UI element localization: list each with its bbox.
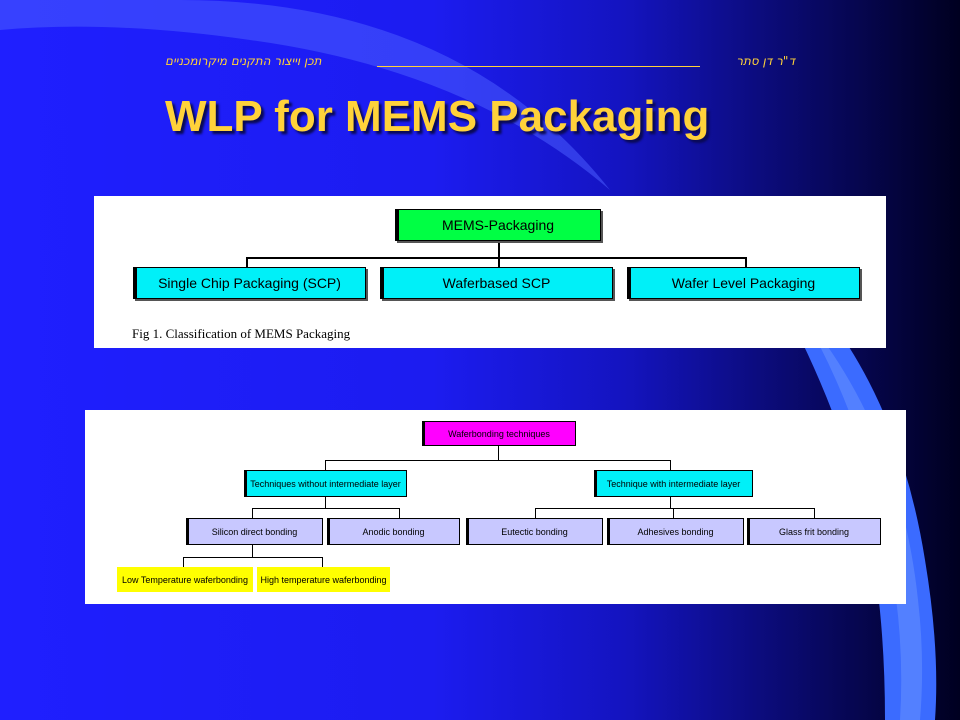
connector bbox=[498, 241, 500, 258]
header-course-title: תכן וייצור התקנים מיקרומכניים bbox=[165, 54, 322, 68]
connector bbox=[252, 508, 253, 518]
connector bbox=[252, 545, 253, 557]
connector bbox=[535, 508, 536, 518]
connector bbox=[183, 557, 323, 558]
connector bbox=[745, 257, 747, 268]
figure-waferbonding-techniques: Waferbonding techniques Techniques witho… bbox=[85, 410, 906, 604]
node-wafer-level-packaging: Wafer Level Packaging bbox=[627, 267, 860, 299]
connector bbox=[498, 257, 500, 268]
node-waferbonding-techniques: Waferbonding techniques bbox=[422, 421, 576, 446]
connector bbox=[535, 508, 815, 509]
connector bbox=[325, 460, 671, 461]
slide-header: תכן וייצור התקנים מיקרומכניים ד"ר דן סתר bbox=[165, 54, 795, 70]
node-adhesives-bonding: Adhesives bonding bbox=[607, 518, 744, 545]
background-arc-top bbox=[0, 0, 610, 190]
node-mems-packaging: MEMS-Packaging bbox=[395, 209, 601, 241]
node-glass-frit-bonding: Glass frit bonding bbox=[747, 518, 881, 545]
connector bbox=[246, 257, 746, 259]
connector bbox=[670, 460, 671, 470]
node-waferbased-scp: Waferbased SCP bbox=[380, 267, 613, 299]
connector bbox=[670, 497, 671, 508]
header-underline bbox=[377, 66, 700, 67]
connector bbox=[498, 446, 499, 460]
connector bbox=[814, 508, 815, 518]
figure-caption: Fig 1. Classification of MEMS Packaging bbox=[132, 326, 351, 341]
connector bbox=[673, 508, 674, 518]
node-single-chip-packaging: Single Chip Packaging (SCP) bbox=[133, 267, 366, 299]
node-technique-with-intermediate-layer: Technique with intermediate layer bbox=[594, 470, 753, 497]
node-eutectic-bonding: Eutectic bonding bbox=[466, 518, 603, 545]
slide-title: WLP for MEMS Packaging bbox=[165, 92, 710, 141]
node-high-temperature-waferbonding: High temperature waferbonding bbox=[257, 567, 390, 592]
header-lecturer: ד"ר דן סתר bbox=[736, 54, 795, 68]
node-anodic-bonding: Anodic bonding bbox=[327, 518, 460, 545]
node-techniques-without-intermediate-layer: Techniques without intermediate layer bbox=[244, 470, 407, 497]
node-low-temperature-waferbonding: Low Temperature waferbonding bbox=[117, 567, 253, 592]
connector bbox=[322, 557, 323, 567]
connector bbox=[252, 508, 399, 509]
connector bbox=[183, 557, 184, 567]
connector bbox=[399, 508, 400, 518]
connector bbox=[246, 257, 248, 268]
connector bbox=[325, 497, 326, 508]
node-silicon-direct-bonding: Silicon direct bonding bbox=[186, 518, 323, 545]
figure-mems-packaging-classification: MEMS-Packaging Single Chip Packaging (SC… bbox=[94, 196, 886, 348]
connector bbox=[325, 460, 326, 470]
